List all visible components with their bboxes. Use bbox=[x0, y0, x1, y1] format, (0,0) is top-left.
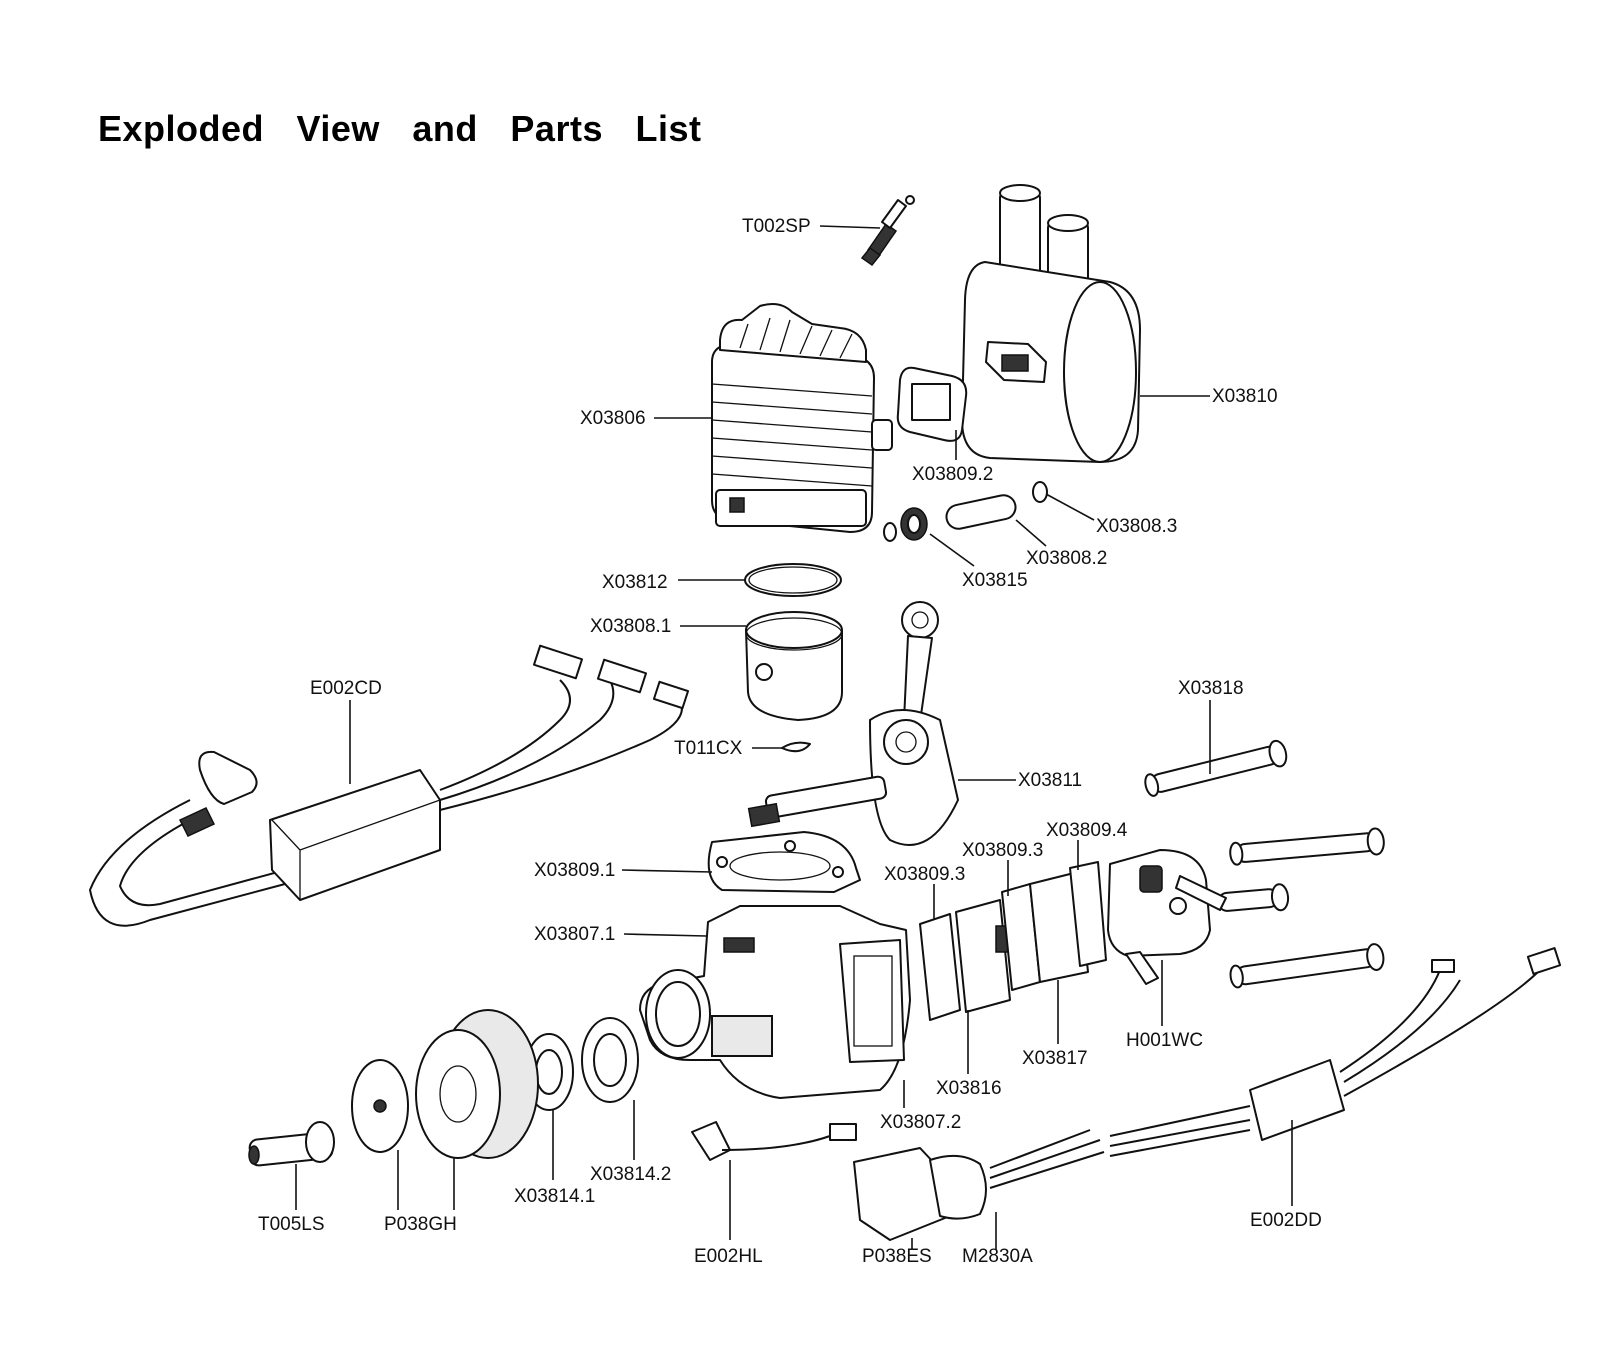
label-X03814-2: X03814.2 bbox=[590, 1164, 671, 1185]
label-X03815: X03815 bbox=[962, 570, 1028, 591]
spark-plug bbox=[860, 195, 915, 267]
label-X03808-2: X03808.2 bbox=[1026, 548, 1107, 569]
carburetor-bolts bbox=[1144, 739, 1385, 989]
label-X03814-1: X03814.1 bbox=[514, 1186, 595, 1207]
label-H001WC: H001WC bbox=[1126, 1030, 1203, 1051]
cylinder bbox=[711, 303, 893, 533]
label-X03806: X03806 bbox=[580, 408, 646, 429]
label-X03808-1: X03808.1 bbox=[590, 616, 671, 637]
label-T011CX: T011CX bbox=[674, 738, 743, 759]
crankshaft bbox=[747, 601, 959, 846]
page-title: Exploded View and Parts List bbox=[98, 108, 702, 149]
label-X03810: X03810 bbox=[1212, 386, 1278, 407]
muffler-gasket bbox=[896, 366, 968, 442]
label-M2830A: M2830A bbox=[962, 1246, 1033, 1267]
label-X03809-4: X03809.4 bbox=[1046, 820, 1128, 841]
label-X03809-3-upper: X03809.3 bbox=[962, 840, 1043, 861]
label-X03811: X03811 bbox=[1018, 770, 1082, 791]
label-X03816: X03816 bbox=[936, 1078, 1002, 1099]
label-T005LS: T005LS bbox=[258, 1214, 325, 1235]
label-E002DD: E002DD bbox=[1250, 1210, 1322, 1231]
output-shaft bbox=[248, 1121, 335, 1167]
label-X03809-2: X03809.2 bbox=[912, 464, 993, 485]
piston-ring bbox=[744, 563, 842, 597]
speed-controller bbox=[1109, 947, 1562, 1157]
starter-motor bbox=[853, 1129, 1105, 1241]
label-X03809-3-lower: X03809.3 bbox=[884, 864, 965, 885]
muffler bbox=[961, 184, 1141, 463]
label-X03808-3: X03808.3 bbox=[1096, 516, 1177, 537]
label-X03817: X03817 bbox=[1022, 1048, 1088, 1069]
part-labels: T002SP X03810 X03806 X03809.2 X03808.3 X… bbox=[258, 216, 1322, 1267]
label-E002CD: E002CD bbox=[310, 678, 382, 699]
label-X03812: X03812 bbox=[602, 572, 668, 593]
hall-sensor bbox=[691, 1121, 857, 1161]
gear-hub bbox=[351, 1009, 539, 1159]
reed-valve-stack bbox=[919, 861, 1107, 1021]
piston bbox=[745, 611, 843, 721]
label-X03807-1: X03807.1 bbox=[534, 924, 615, 945]
leader-lines bbox=[295, 225, 1293, 1250]
carburetor bbox=[1107, 849, 1227, 985]
crankcase bbox=[639, 905, 911, 1099]
crankcase-gasket bbox=[707, 831, 861, 893]
ignition-module bbox=[88, 644, 690, 927]
label-X03807-2: X03807.2 bbox=[880, 1112, 961, 1133]
woodruff-key bbox=[781, 741, 811, 753]
label-P038GH: P038GH bbox=[384, 1214, 457, 1235]
label-X03809-1: X03809.1 bbox=[534, 860, 615, 881]
label-E002HL: E002HL bbox=[694, 1246, 763, 1267]
piston-pin-set bbox=[883, 481, 1048, 542]
bearings bbox=[524, 1017, 639, 1111]
label-P038ES: P038ES bbox=[862, 1246, 932, 1267]
label-X03818: X03818 bbox=[1178, 678, 1244, 699]
label-T002SP: T002SP bbox=[742, 216, 811, 237]
